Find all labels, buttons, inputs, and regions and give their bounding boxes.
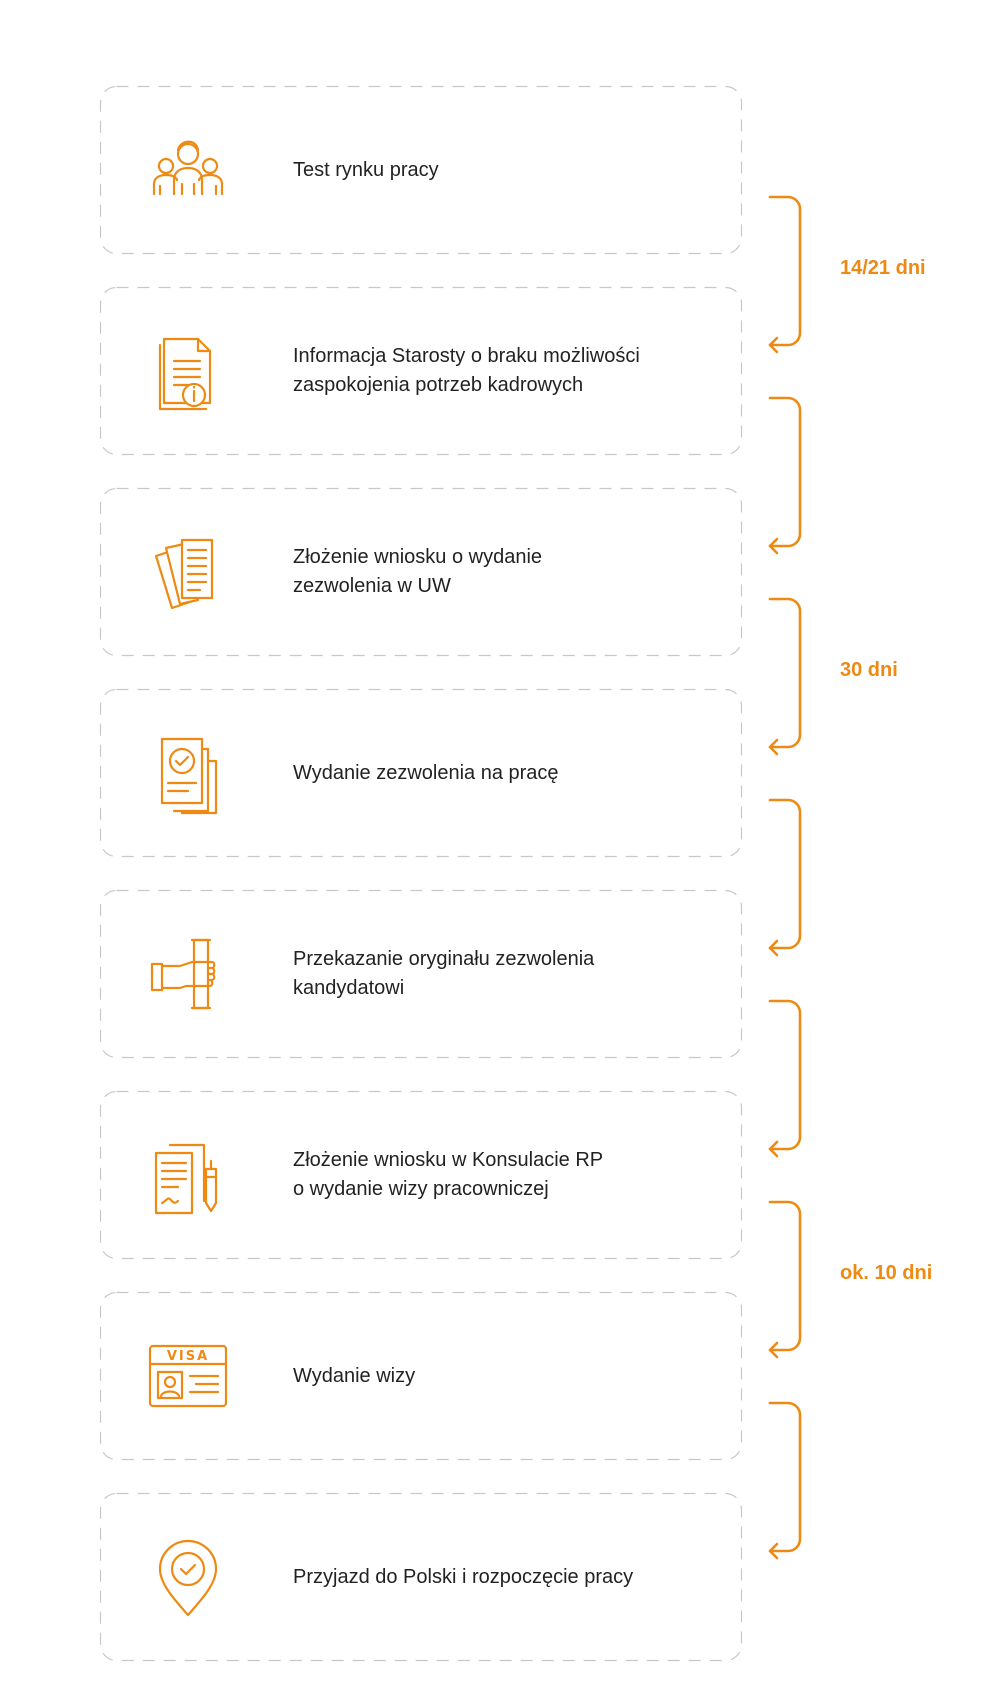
step-label: Przyjazd do Polski i rozpoczęcie pracy xyxy=(293,1565,634,1588)
connector-arrow-5 xyxy=(768,999,824,1158)
documents-stack-icon xyxy=(146,530,230,614)
location-pin-check-icon xyxy=(146,1535,230,1619)
connector-arrow-6 xyxy=(768,1200,824,1359)
arrow-head-icon xyxy=(768,1542,779,1560)
step-card-1: Test rynku pracy xyxy=(99,85,743,255)
step-label: Informacja Starosty o braku możliwości z… xyxy=(293,345,640,396)
step-label: Wydanie zezwolenia na pracę xyxy=(293,761,559,784)
step-label: Złożenie wniosku w Konsulacie RP o wydan… xyxy=(293,1149,604,1200)
dashed-border xyxy=(99,889,743,1059)
step-label: Wydanie wizy xyxy=(293,1364,416,1387)
svg-text:VISA: VISA xyxy=(167,1349,209,1364)
visa-card-icon: VISA xyxy=(146,1334,230,1418)
step-card-5: Przekazanie oryginału zezwolenia kandyda… xyxy=(99,889,743,1059)
duration-label-third: ok. 10 dni xyxy=(840,1262,933,1284)
step-label: Test rynku pracy xyxy=(293,158,439,181)
hand-scroll-icon xyxy=(146,932,230,1016)
connector-arrow-4 xyxy=(768,798,824,957)
step-card-2: Informacja Starosty o braku możliwości z… xyxy=(99,286,743,456)
dashed-border xyxy=(99,688,743,858)
document-info-icon xyxy=(146,329,230,413)
dashed-border xyxy=(99,487,743,657)
arrow-head-icon xyxy=(768,939,779,957)
connector-arrow-3 xyxy=(768,597,824,756)
arrow-head-icon xyxy=(768,1140,779,1158)
step-label: Przekazanie oryginału zezwolenia kandyda… xyxy=(293,948,595,999)
duration-label-second: 30 dni xyxy=(840,659,898,681)
step-card-6: Złożenie wniosku w Konsulacie RP o wydan… xyxy=(99,1090,743,1260)
dashed-border xyxy=(99,1291,743,1461)
step-card-4: Wydanie zezwolenia na pracę xyxy=(99,688,743,858)
step-card-7: VISA Wydanie wizy xyxy=(99,1291,743,1461)
arrow-head-icon xyxy=(768,537,779,555)
connector-arrow-7 xyxy=(768,1401,824,1560)
dashed-border xyxy=(99,85,743,255)
arrow-head-icon xyxy=(768,738,779,756)
step-label: Złożenie wniosku o wydanie zezwolenia w … xyxy=(293,546,543,597)
connector-arrow-1 xyxy=(768,195,824,354)
dashed-border xyxy=(99,1492,743,1662)
dashed-border xyxy=(99,1090,743,1260)
document-pen-icon xyxy=(146,1133,230,1217)
dashed-border xyxy=(99,286,743,456)
people-group-icon xyxy=(146,128,230,212)
arrow-head-icon xyxy=(768,1341,779,1359)
step-card-8: Przyjazd do Polski i rozpoczęcie pracy xyxy=(99,1492,743,1662)
step-card-3: Złożenie wniosku o wydanie zezwolenia w … xyxy=(99,487,743,657)
duration-label-first: 14/21 dni xyxy=(840,257,926,279)
approved-document-icon xyxy=(146,731,230,815)
arrow-head-icon xyxy=(768,336,779,354)
connector-arrow-2 xyxy=(768,396,824,555)
